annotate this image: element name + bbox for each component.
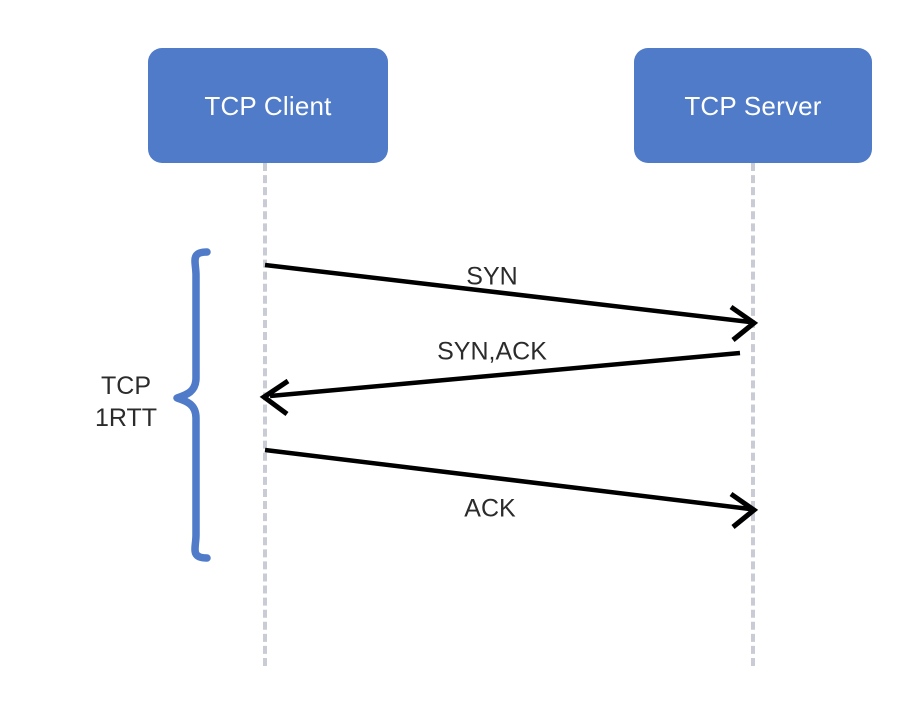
message-label-syn: SYN (466, 262, 518, 291)
rtt-annotation: TCP 1RTT (78, 370, 174, 434)
arrowhead-left-synack (259, 378, 290, 417)
message-line-ack (264, 447, 751, 512)
participant-box-server[interactable]: TCP Server (634, 48, 872, 163)
lifeline-client (263, 163, 267, 666)
arrowhead-right-syn (729, 304, 759, 342)
message-label-synack: SYN,ACK (437, 337, 547, 366)
participant-label-client: TCP Client (204, 90, 332, 121)
message-arrow-syn[interactable] (264, 262, 759, 342)
message-label-ack: ACK (464, 494, 516, 523)
message-arrow-synack[interactable] (259, 350, 741, 417)
lifeline-server (751, 163, 755, 666)
rtt-brace (173, 248, 211, 562)
participant-label-server: TCP Server (684, 90, 822, 121)
participant-box-client[interactable]: TCP Client (148, 48, 388, 163)
message-arrow-ack[interactable] (264, 447, 759, 529)
message-line-syn (264, 262, 751, 325)
arrowhead-right-ack (729, 491, 759, 529)
rtt-annotation-line1: TCP (101, 372, 151, 400)
message-line-synack (269, 350, 741, 399)
rtt-annotation-line2: 1RTT (94, 404, 158, 432)
